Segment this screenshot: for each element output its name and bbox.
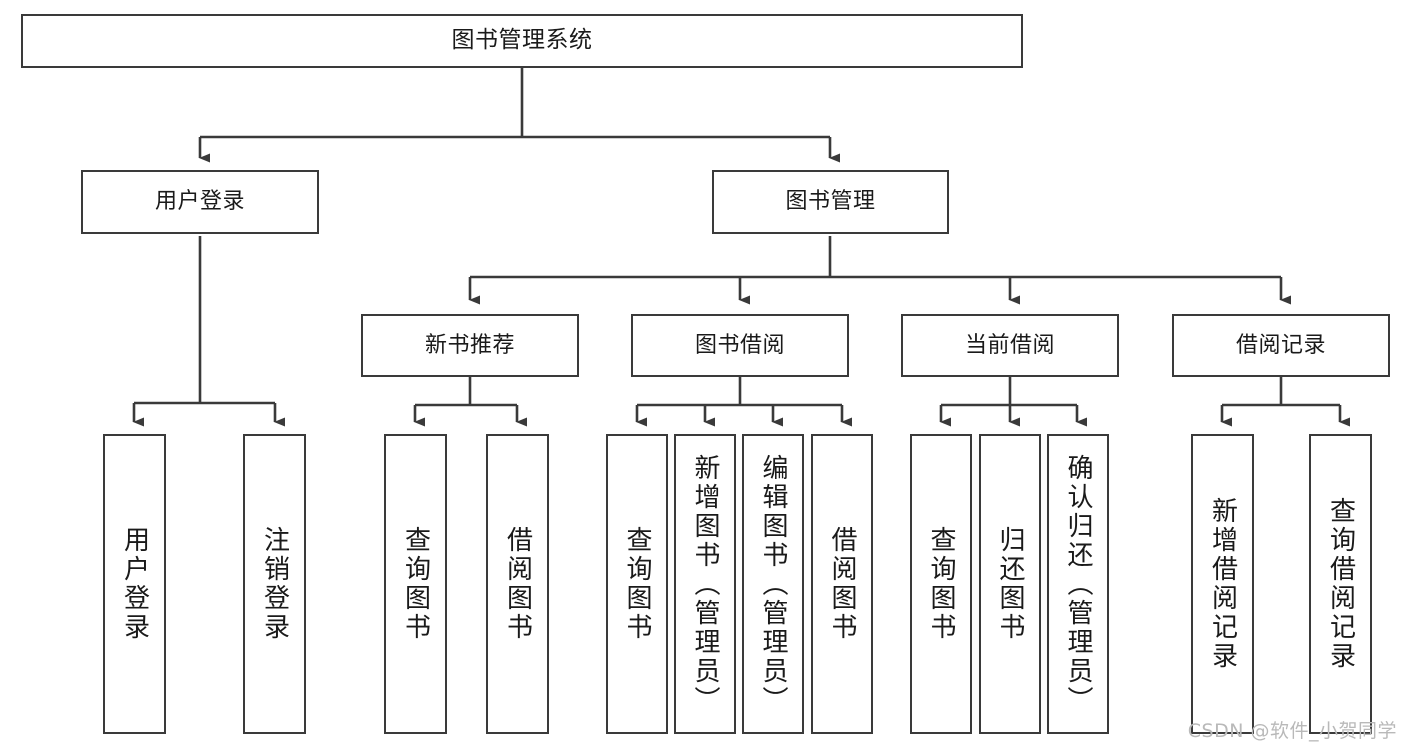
- node-borrow-record[interactable]: 借阅记录: [1172, 314, 1390, 377]
- node-book-management[interactable]: 图书管理: [712, 170, 949, 234]
- leaf-new-book-query[interactable]: 查询图书: [384, 434, 447, 734]
- node-label: 用户登录: [154, 189, 245, 215]
- node-label: 新增图书（管理员）: [690, 453, 720, 715]
- leaf-book-borrow-add[interactable]: 新增图书（管理员）: [674, 434, 736, 734]
- node-book-borrow[interactable]: 图书借阅: [631, 314, 849, 377]
- leaf-book-borrow-query[interactable]: 查询图书: [606, 434, 668, 734]
- node-label: 确认归还（管理员）: [1063, 453, 1093, 715]
- leaf-current-borrow-confirm-return[interactable]: 确认归还（管理员）: [1047, 434, 1109, 734]
- node-label: 查询图书: [622, 526, 652, 642]
- node-label: 借阅记录: [1235, 332, 1326, 358]
- node-label: 图书借阅: [694, 332, 785, 358]
- leaf-current-borrow-query[interactable]: 查询图书: [910, 434, 972, 734]
- leaf-book-borrow-edit[interactable]: 编辑图书（管理员）: [742, 434, 804, 734]
- node-user-login[interactable]: 用户登录: [81, 170, 319, 234]
- node-label: 查询借阅记录: [1325, 497, 1356, 671]
- node-label: 图书管理系统: [451, 27, 593, 54]
- leaf-borrow-record-query[interactable]: 查询借阅记录: [1309, 434, 1372, 734]
- leaf-new-book-borrow[interactable]: 借阅图书: [486, 434, 549, 734]
- node-label: 借阅图书: [827, 526, 857, 642]
- node-label: 查询图书: [400, 526, 431, 642]
- leaf-borrow-record-add[interactable]: 新增借阅记录: [1191, 434, 1254, 734]
- node-new-book-recommend[interactable]: 新书推荐: [361, 314, 579, 377]
- leaf-user-login-login[interactable]: 用户登录: [103, 434, 166, 734]
- node-label: 注销登录: [259, 526, 290, 642]
- node-current-borrow[interactable]: 当前借阅: [901, 314, 1119, 377]
- node-label: 查询图书: [926, 526, 956, 642]
- node-root-system[interactable]: 图书管理系统: [21, 14, 1023, 68]
- node-label: 当前借阅: [964, 332, 1055, 358]
- node-label: 新增借阅记录: [1207, 497, 1238, 671]
- node-label: 归还图书: [995, 526, 1025, 642]
- leaf-user-login-logout[interactable]: 注销登录: [243, 434, 306, 734]
- leaf-current-borrow-return[interactable]: 归还图书: [979, 434, 1041, 734]
- leaf-book-borrow-borrow[interactable]: 借阅图书: [811, 434, 873, 734]
- node-label: 新书推荐: [424, 332, 515, 358]
- node-label: 编辑图书（管理员）: [758, 453, 788, 715]
- node-label: 图书管理: [785, 189, 876, 215]
- node-label: 用户登录: [119, 526, 150, 642]
- node-label: 借阅图书: [502, 526, 533, 642]
